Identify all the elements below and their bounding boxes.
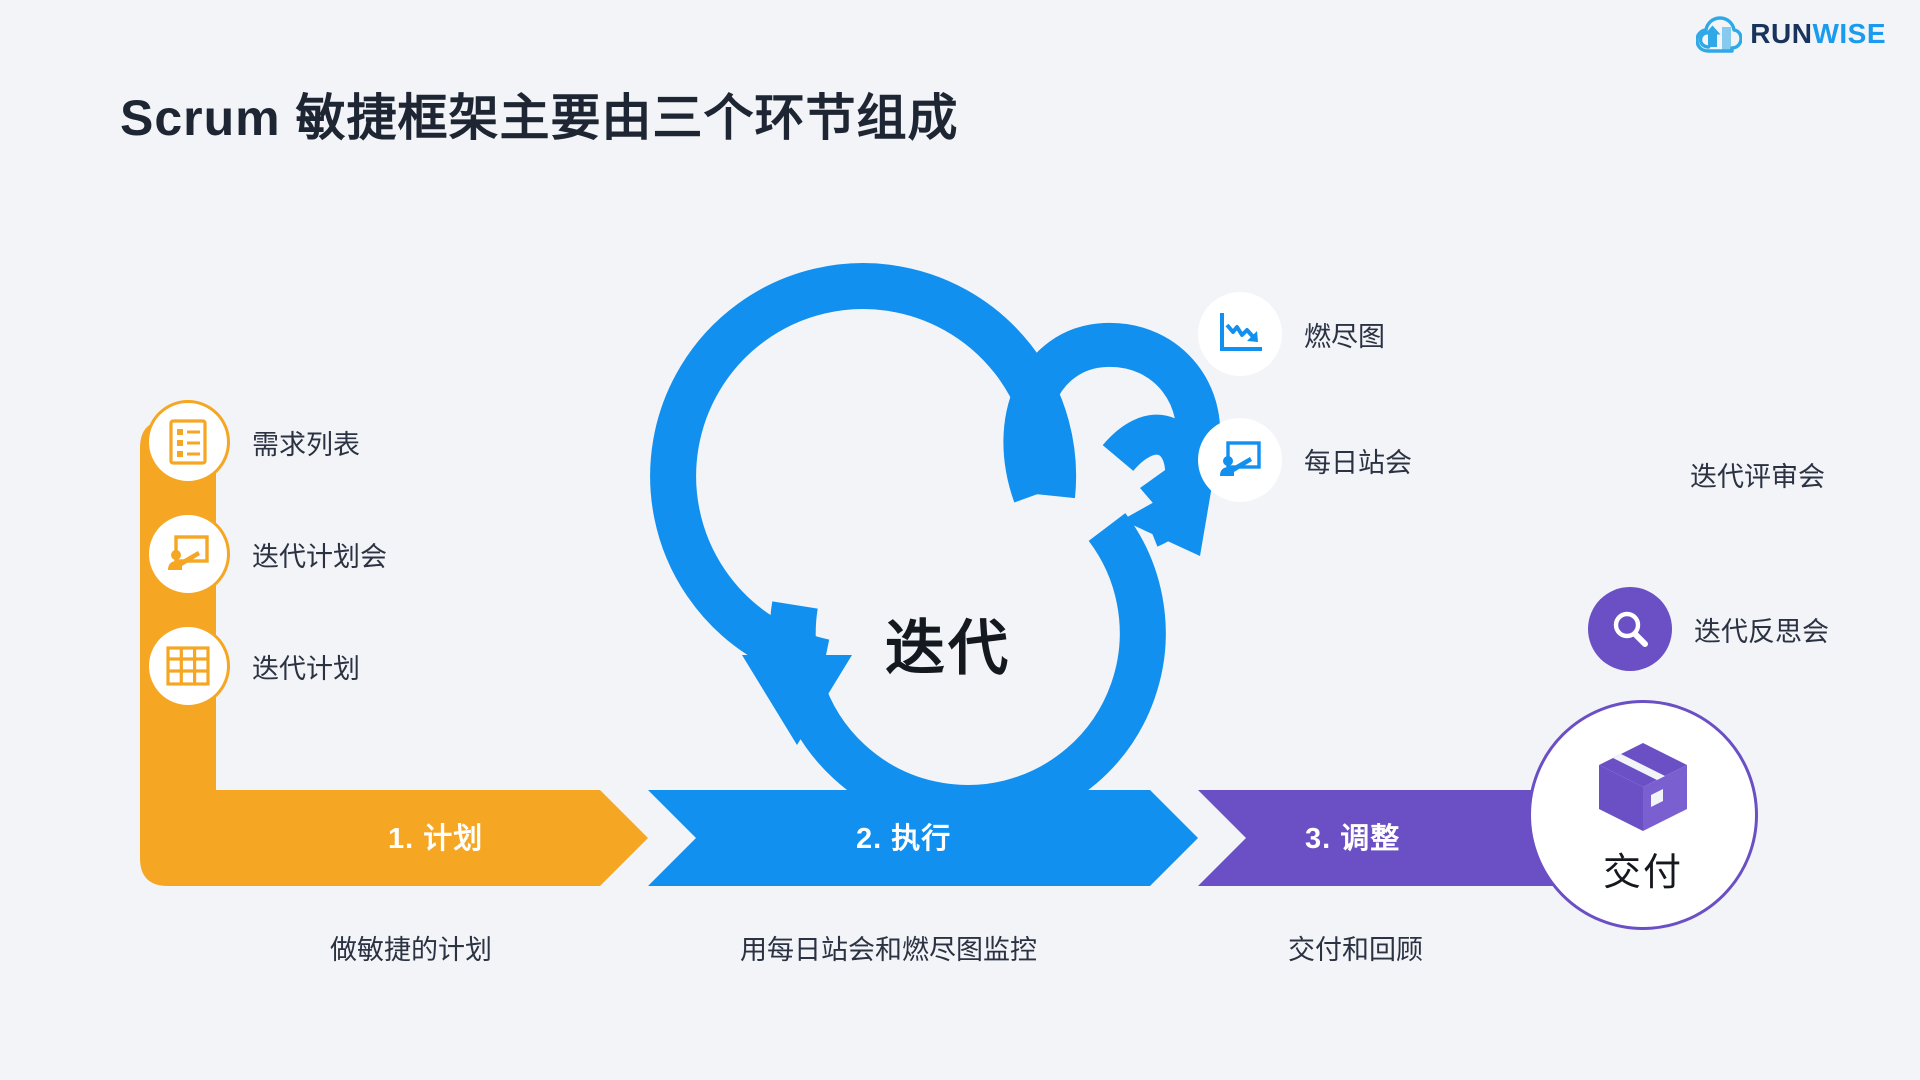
burndown-chart-icon: [1198, 292, 1282, 376]
node-daily-standup-label: 每日站会: [1304, 447, 1412, 478]
node-iteration-plan-label: 迭代计划: [252, 653, 360, 684]
brand-wordmark-wise: WISE: [1812, 18, 1886, 49]
node-iteration-retrospective-label: 迭代反思会: [1694, 616, 1829, 647]
node-iteration-plan[interactable]: 迭代计划: [146, 624, 360, 708]
loop-arrowhead-right: [1140, 440, 1207, 553]
stage-2-label: 2. 执行: [856, 823, 952, 855]
node-iteration-planning-meeting[interactable]: 迭代计划会: [146, 512, 387, 596]
node-iteration-retrospective[interactable]: 迭代反思会: [1588, 587, 1829, 671]
stage-2-caption: 用每日站会和燃尽图监控: [740, 935, 1037, 965]
page-title: Scrum 敏捷框架主要由三个环节组成: [120, 90, 959, 146]
cloud-arrow-icon: [1696, 14, 1743, 54]
node-burndown-chart-label: 燃尽图: [1304, 321, 1385, 352]
stage-3-label: 3. 调整: [1305, 823, 1401, 855]
package-box-icon: [1591, 735, 1695, 839]
node-backlog-label: 需求列表: [252, 429, 360, 460]
stage-1-caption: 做敏捷的计划: [330, 935, 492, 965]
node-iteration-review-label: 迭代评审会: [1690, 462, 1825, 492]
stage-3-caption: 交付和回顾: [1288, 935, 1423, 965]
magnifier-icon: [1588, 587, 1672, 671]
presentation-icon: [146, 512, 230, 596]
delivery-label: 交付: [1602, 851, 1683, 894]
iteration-center-label: 迭代: [885, 615, 1011, 682]
brand-logo: RUNWISE: [1696, 14, 1886, 54]
brand-wordmark: RUNWISE: [1750, 20, 1886, 48]
brand-wordmark-run: RUN: [1750, 18, 1813, 49]
node-backlog[interactable]: 需求列表: [146, 400, 360, 484]
node-daily-standup[interactable]: 每日站会: [1198, 418, 1412, 502]
node-iteration-planning-meeting-label: 迭代计划会: [252, 541, 387, 572]
table-grid-icon: [146, 624, 230, 708]
delivery-node[interactable]: 交付: [1528, 700, 1758, 930]
iteration-loop-arrow: [650, 263, 1221, 831]
loop-arrowhead-left: [742, 655, 852, 745]
presentation-icon: [1198, 418, 1282, 502]
stage-1-label: 1. 计划: [388, 823, 484, 855]
checklist-icon: [146, 400, 230, 484]
node-burndown-chart[interactable]: 燃尽图: [1198, 292, 1385, 376]
